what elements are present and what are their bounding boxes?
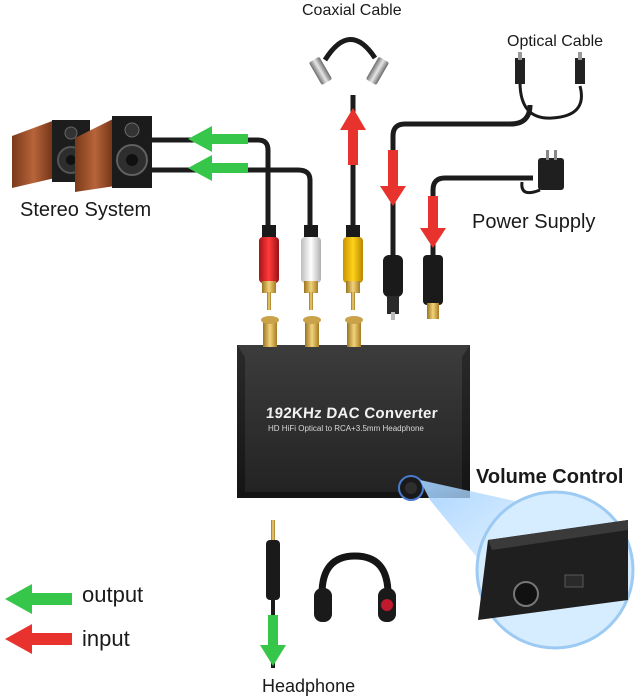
power-supply-label: Power Supply bbox=[472, 211, 596, 233]
legend-output-arrow bbox=[5, 584, 72, 614]
device-title: 192KHz DAC Converter bbox=[265, 405, 439, 422]
device-subtitle: HD HiFi Optical to RCA+3.5mm Headphone bbox=[268, 424, 424, 433]
optical-cable-label: Optical Cable bbox=[507, 33, 604, 50]
speaker-cable-right bbox=[150, 167, 313, 230]
stereo-system-label: Stereo System bbox=[20, 199, 152, 221]
coaxial-cable-icon bbox=[309, 37, 389, 85]
power-adapter-icon bbox=[520, 150, 564, 195]
volume-control-label: Volume Control bbox=[476, 466, 624, 488]
legend-output-label: output bbox=[82, 582, 144, 607]
output-arrow-stereo-bottom bbox=[188, 155, 248, 181]
input-arrow-coax bbox=[340, 108, 366, 165]
optical-plug bbox=[383, 255, 403, 320]
headphones-icon bbox=[314, 552, 396, 622]
volume-zoom-callout bbox=[475, 490, 635, 650]
micro-usb-plug bbox=[423, 255, 443, 319]
input-arrow-power bbox=[420, 196, 446, 248]
headphone-label: Headphone bbox=[262, 676, 356, 696]
power-cable-line bbox=[430, 175, 533, 258]
legend-input-label: input bbox=[82, 626, 130, 651]
input-arrow-optical bbox=[380, 150, 406, 206]
speaker-cable-left bbox=[150, 137, 271, 230]
rca-plug-white bbox=[301, 225, 321, 310]
output-arrow-stereo-top bbox=[188, 126, 248, 152]
coaxial-cable-label: Coaxial Cable bbox=[302, 2, 402, 19]
dac-device bbox=[237, 316, 470, 501]
speaker-pair-icon bbox=[12, 116, 152, 192]
output-arrow-headphone bbox=[260, 615, 286, 666]
optical-cable-line bbox=[390, 104, 533, 258]
rca-plug-red bbox=[259, 225, 279, 310]
optical-cable-icon bbox=[515, 52, 585, 120]
legend-input-arrow bbox=[5, 624, 72, 654]
rca-plug-yellow bbox=[343, 225, 363, 310]
